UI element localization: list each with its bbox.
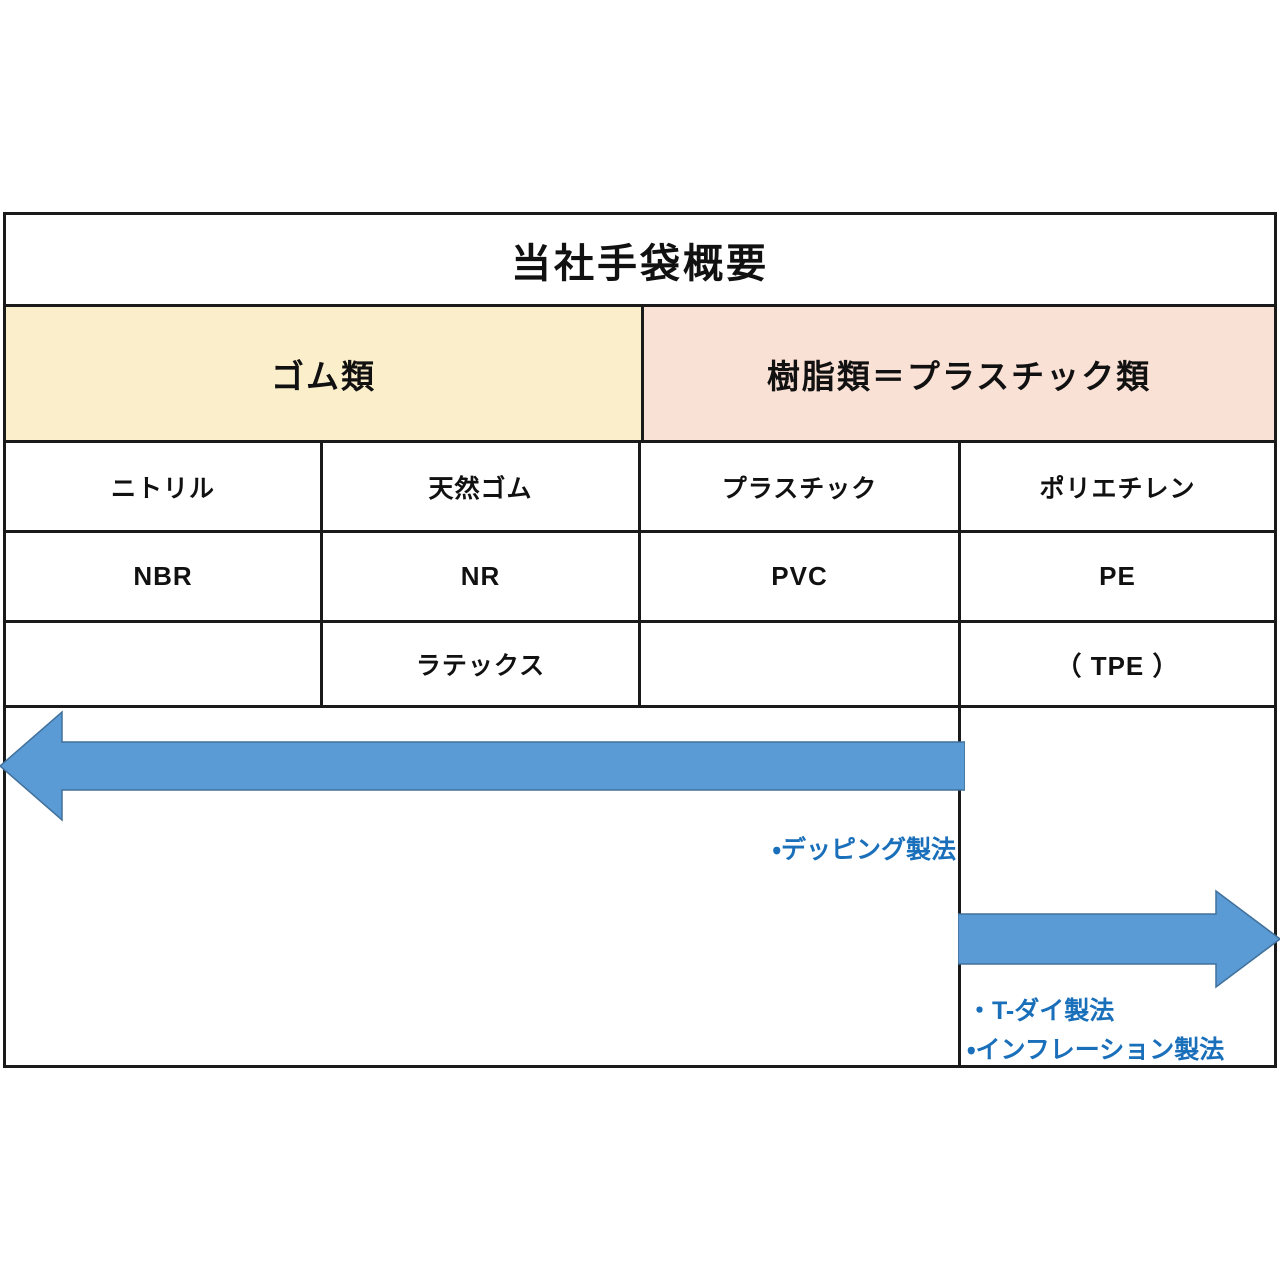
abbrev-label-pvc: PVC	[771, 561, 828, 591]
process-area-rubber-plastic: ・デッピング製法	[6, 708, 961, 1065]
glove-overview-table: 当社手袋概要 ゴム類 樹脂類＝プラスチック類 ニトリル 天然ゴム プラスチック …	[3, 212, 1277, 1068]
abbreviation-row: NBR NR PVC PE	[6, 533, 1274, 623]
alt-cell-nitrile	[6, 623, 323, 705]
material-name-row: ニトリル 天然ゴム プラスチック ポリエチレン	[6, 443, 1274, 533]
material-cell-polyethylene: ポリエチレン	[961, 443, 1274, 530]
process-area-polyethylene: ・T-ダイ製法 ・インフレーション製法	[961, 708, 1274, 1065]
category-label-rubber: ゴム類	[271, 357, 376, 395]
material-cell-plastic: プラスチック	[641, 443, 961, 530]
abbrev-label-nr: NR	[460, 561, 501, 591]
alt-label-tpe: （ TPE ）	[1055, 650, 1180, 681]
page-title: 当社手袋概要	[511, 241, 769, 286]
alt-cell-polyethylene: （ TPE ）	[961, 623, 1274, 705]
category-cell-resin: 樹脂類＝プラスチック類	[644, 307, 1274, 440]
alt-cell-natural-rubber: ラテックス	[323, 623, 641, 705]
material-label-natural-rubber: 天然ゴム	[428, 474, 533, 503]
abbrev-cell-nr: NR	[323, 533, 641, 620]
material-label-polyethylene: ポリエチレン	[1039, 474, 1196, 503]
abbrev-cell-pe: PE	[961, 533, 1274, 620]
category-cell-rubber: ゴム類	[6, 307, 644, 440]
category-label-resin: 樹脂類＝プラスチック類	[766, 357, 1152, 395]
abbrev-cell-pvc: PVC	[641, 533, 961, 620]
material-label-plastic: プラスチック	[721, 474, 878, 503]
abbrev-label-pe: PE	[1099, 561, 1136, 591]
material-cell-natural-rubber: 天然ゴム	[323, 443, 641, 530]
alt-label-latex: ラテックス	[415, 652, 546, 680]
material-label-nitrile: ニトリル	[110, 474, 215, 503]
alt-cell-plastic	[641, 623, 961, 705]
material-cell-nitrile: ニトリル	[6, 443, 323, 530]
process-section: ・デッピング製法 ・T-ダイ製法 ・インフレーション製法	[6, 708, 1274, 1065]
annotation-t-die-process: ・T-ダイ製法	[967, 997, 1115, 1025]
annotation-dipping-process: ・デッピング製法	[772, 836, 956, 864]
alternate-name-row: ラテックス （ TPE ）	[6, 623, 1274, 708]
annotation-inflation-process: ・インフレーション製法	[967, 1036, 1225, 1064]
table-title-row: 当社手袋概要	[6, 215, 1274, 307]
category-header-row: ゴム類 樹脂類＝プラスチック類	[6, 307, 1274, 443]
abbrev-cell-nbr: NBR	[6, 533, 323, 620]
abbrev-label-nbr: NBR	[133, 561, 193, 591]
